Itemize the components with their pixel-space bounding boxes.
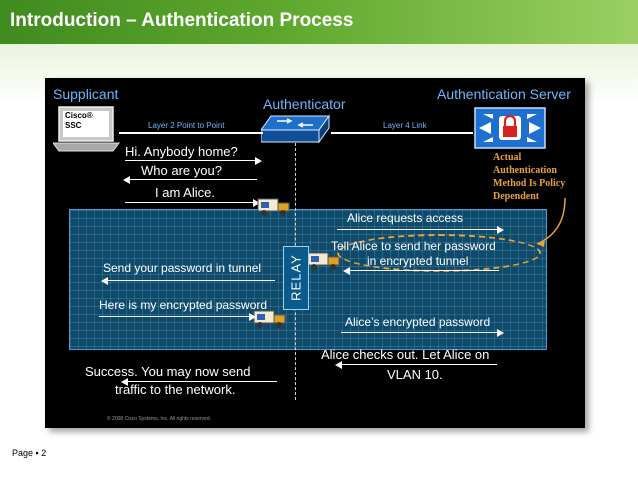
layer2-link-line	[119, 132, 263, 134]
msg-success-2: traffic to the network.	[115, 382, 236, 397]
msg-requests: Alice requests access	[347, 211, 464, 225]
arrowhead-here-pw	[249, 313, 256, 321]
arrow-tell	[349, 270, 499, 271]
msg-alice: I am Alice.	[155, 185, 215, 200]
arrowhead-requests	[497, 226, 504, 234]
truck-icon-3	[253, 310, 286, 328]
msg-tell-1: Tell Alice to send her password	[331, 239, 496, 253]
msg-checks-2: VLAN 10.	[387, 367, 443, 382]
arrowhead-tell	[343, 267, 350, 275]
truck-icon-1	[257, 198, 290, 216]
msg-who: Who are you?	[141, 163, 222, 178]
arrow-checks	[341, 364, 497, 365]
layer4-link-line	[331, 132, 473, 134]
arrow-who	[129, 179, 257, 180]
header-bar: Introduction – Authentication Process	[0, 0, 638, 44]
arrowhead-who	[123, 176, 130, 184]
msg-here-pw: Here is my encrypted password	[99, 298, 268, 312]
cisco-ssc-badge: Cisco® SSC	[65, 111, 93, 130]
layer4-link-label: Layer 4 Link	[383, 121, 427, 130]
arrow-hi	[125, 160, 255, 161]
arrow-send-pw	[107, 280, 275, 281]
switch-icon	[261, 114, 330, 144]
laptop-icon	[53, 106, 120, 152]
msg-tell-2: in encrypted tunnel	[367, 254, 469, 268]
arrowhead-send-pw	[101, 277, 108, 285]
arrow-success	[127, 381, 277, 382]
arrowhead-checks	[335, 361, 342, 369]
msg-checks-1: Alice checks out. Let Alice on	[321, 347, 490, 362]
tell-alice-oval	[337, 234, 541, 272]
arrow-requests	[337, 229, 497, 230]
slide-image: Supplicant Authenticator Authentication …	[45, 78, 585, 428]
page-number: Page ▪ 2	[12, 448, 47, 458]
copyright-text: © 2008 Cisco Systems, Inc. All rights re…	[107, 416, 212, 422]
policy-arrow	[536, 197, 566, 247]
truck-icon-2	[307, 252, 340, 270]
arrowhead-hi	[255, 157, 262, 165]
arrow-here-pw	[99, 316, 249, 317]
msg-hi: Hi. Anybody home?	[125, 144, 238, 159]
msg-send-pw: Send your password in tunnel	[103, 261, 262, 275]
supplicant-title: Supplicant	[53, 86, 119, 102]
auth-server-title: Authentication Server	[437, 86, 571, 102]
arrowhead-success	[121, 378, 128, 386]
arrow-alice	[125, 202, 253, 203]
authenticator-title: Authenticator	[263, 96, 346, 112]
arrow-enc-pw	[341, 332, 497, 333]
layer2-link-label: Layer 2 Point to Point	[148, 121, 225, 130]
relay-label: RELAY	[288, 254, 304, 301]
arrowhead-alice	[253, 199, 260, 207]
page-title: Introduction – Authentication Process	[10, 10, 354, 31]
auth-server-icon	[474, 107, 546, 149]
policy-note: Actual Authentication Method Is Policy D…	[493, 152, 566, 202]
msg-enc-pw: Alice’s encrypted password	[345, 315, 491, 329]
msg-success-1: Success. You may now send	[85, 364, 251, 379]
relay-label-box: RELAY	[283, 246, 309, 310]
arrowhead-enc-pw	[497, 329, 504, 337]
